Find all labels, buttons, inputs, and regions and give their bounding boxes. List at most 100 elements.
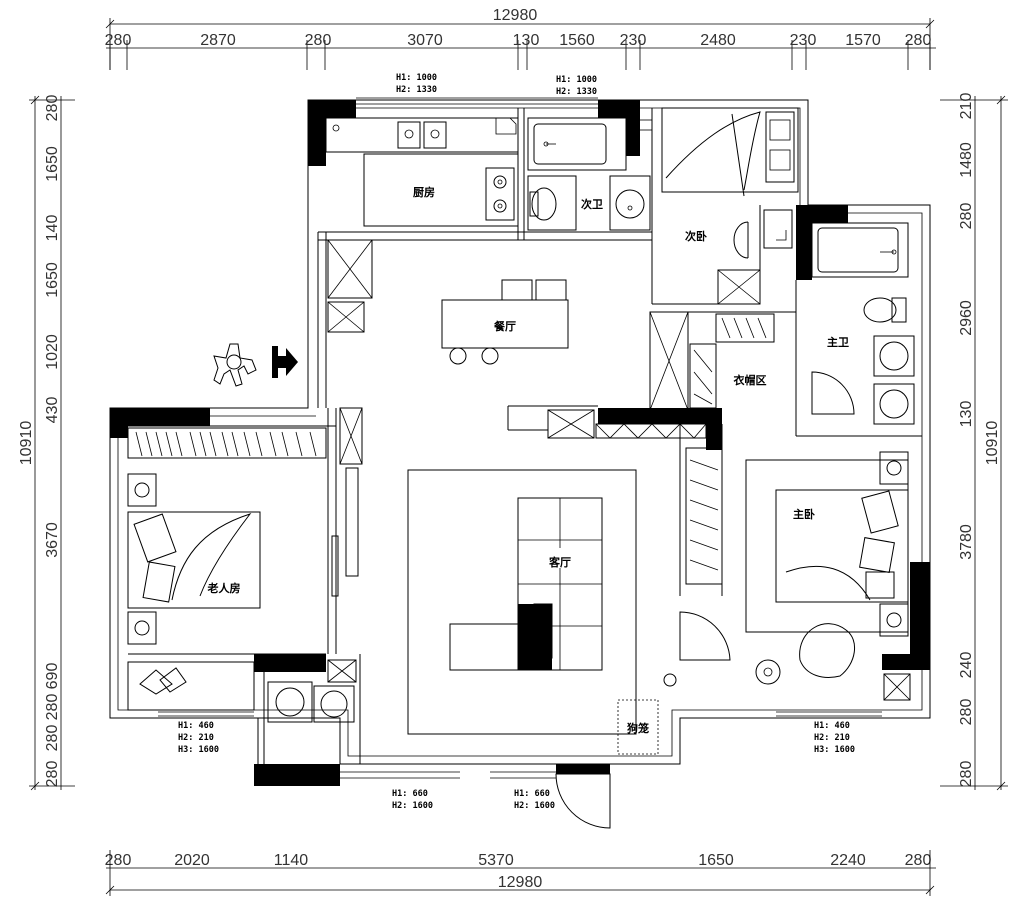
kitchen: 厨房 H1: 1000 H2: 1330 [325, 73, 598, 227]
top-seg-8: 2480 [700, 32, 736, 49]
sink-icon [615, 189, 645, 219]
walls [109, 99, 931, 786]
wall-block [110, 408, 210, 426]
entrance-arrow-icon [272, 346, 298, 378]
wall-block [254, 654, 326, 672]
sink-icon [397, 121, 421, 149]
right-seg-1: 210 [958, 93, 975, 120]
bottom-total-label: 12980 [498, 874, 543, 891]
left-seg-6: 430 [44, 397, 61, 424]
wall-block [598, 408, 722, 424]
left-seg-3: 140 [44, 215, 61, 242]
room-label-pet-cage: 狗笼 [627, 721, 649, 735]
right-seg-4: 2960 [958, 300, 975, 336]
right-seg-5: 130 [958, 401, 975, 428]
bed-icon [127, 511, 261, 609]
room-label-cloakroom: 衣帽区 [734, 373, 767, 387]
right-seg-6: 3780 [958, 524, 975, 560]
armchair-icon [799, 623, 855, 678]
top-seg-2: 2870 [200, 32, 236, 49]
window-note: H1: 1000 [396, 73, 437, 83]
elder-room: 老人房 H1: 460 H2: 210 H3: 1600 [127, 407, 363, 755]
toilet-icon [531, 187, 557, 221]
wall-block [254, 764, 340, 786]
bed-icon [661, 107, 799, 193]
window-note: H1: 660 [392, 789, 428, 799]
living-room: 客厅 狗笼 [407, 469, 731, 755]
window-note: H2: 1600 [392, 801, 433, 811]
left-seg-5: 1020 [44, 334, 61, 370]
sink-icon [423, 121, 447, 149]
wall-block [518, 604, 552, 670]
right-dimension-chain: 10910 210 1480 280 2960 130 3780 240 280… [940, 93, 1008, 791]
sink-icon [879, 341, 909, 371]
top-seg-10: 1570 [845, 32, 881, 49]
second-bath: 次卫 H1: 1000 H2: 1330 [527, 75, 652, 231]
window-note: H1: 460 [814, 721, 850, 731]
room-label-second-bedroom: 次卧 [685, 229, 707, 243]
wall-block [706, 408, 722, 450]
top-seg-1: 280 [105, 32, 132, 49]
room-label-master-bedroom: 主卧 [793, 507, 815, 521]
left-seg-9: 280 [44, 694, 61, 721]
left-dimension-chain: 10910 280 1650 140 1650 1020 430 3670 69… [18, 95, 75, 791]
right-seg-2: 1480 [958, 142, 975, 178]
bottom-dimension-chain: 280 2020 1140 5370 1650 2240 280 12980 [105, 850, 936, 896]
top-seg-9: 230 [790, 32, 817, 49]
bottom-seg-4: 5370 [478, 852, 514, 869]
room-label-living-room: 客厅 [548, 555, 571, 569]
sink-icon [879, 389, 909, 419]
door-swing-icon [679, 611, 731, 661]
right-seg-7: 240 [958, 652, 975, 679]
laundry [267, 659, 357, 723]
door-swing-icon [555, 773, 611, 829]
wall-block [796, 205, 812, 280]
wall-block [308, 100, 326, 166]
window-note: H2: 1330 [556, 87, 597, 97]
bed-icon [775, 489, 909, 603]
wall-block [110, 408, 128, 438]
stove-icon [485, 167, 515, 221]
right-seg-9: 280 [958, 761, 975, 788]
room-label-second-bath: 次卫 [581, 197, 603, 211]
window-note: H1: 460 [178, 721, 214, 731]
window-note: H1: 660 [514, 789, 550, 799]
second-bedroom: 次卧 [661, 107, 799, 305]
room-label-master-bath: 主卫 [827, 335, 849, 349]
left-seg-8: 690 [44, 663, 61, 690]
person-icon [213, 343, 257, 387]
right-total-label: 10910 [984, 421, 1001, 466]
bottom-seg-5: 1650 [698, 852, 734, 869]
wall-block [882, 654, 930, 670]
bottom-seg-6: 2240 [830, 852, 866, 869]
top-total-label: 12980 [493, 7, 538, 24]
window-note: H2: 1600 [514, 801, 555, 811]
cloakroom: 衣帽区 [547, 313, 775, 585]
right-seg-3: 280 [958, 203, 975, 230]
top-seg-11: 280 [905, 32, 932, 49]
room-label-elder-room: 老人房 [207, 581, 241, 595]
sink-icon [320, 690, 348, 718]
bottom-seg-7: 280 [905, 852, 932, 869]
window-note: H2: 210 [814, 733, 850, 743]
top-seg-3: 280 [305, 32, 332, 49]
left-seg-2: 1650 [44, 146, 61, 182]
wall-block [626, 100, 640, 156]
top-seg-7: 230 [620, 32, 647, 49]
window-note: H2: 210 [178, 733, 214, 743]
top-seg-5: 130 [513, 32, 540, 49]
left-seg-4: 1650 [44, 262, 61, 298]
master-bedroom: 主卧 H1: 460 H2: 210 H3: 1600 [745, 451, 911, 755]
master-bath: 主卫 [811, 222, 915, 425]
top-seg-4: 3070 [407, 32, 443, 49]
left-seg-1: 280 [44, 95, 61, 122]
wall-block [556, 764, 610, 774]
window-note: H3: 1600 [178, 745, 219, 755]
right-seg-8: 280 [958, 699, 975, 726]
room-label-kitchen: 厨房 [413, 185, 435, 199]
door-swing-icon [811, 371, 855, 415]
left-seg-10: 280 [44, 725, 61, 752]
bottom-seg-3: 1140 [274, 852, 309, 869]
balcony: H1: 660 H2: 1600 H1: 660 H2: 1600 [257, 718, 611, 829]
